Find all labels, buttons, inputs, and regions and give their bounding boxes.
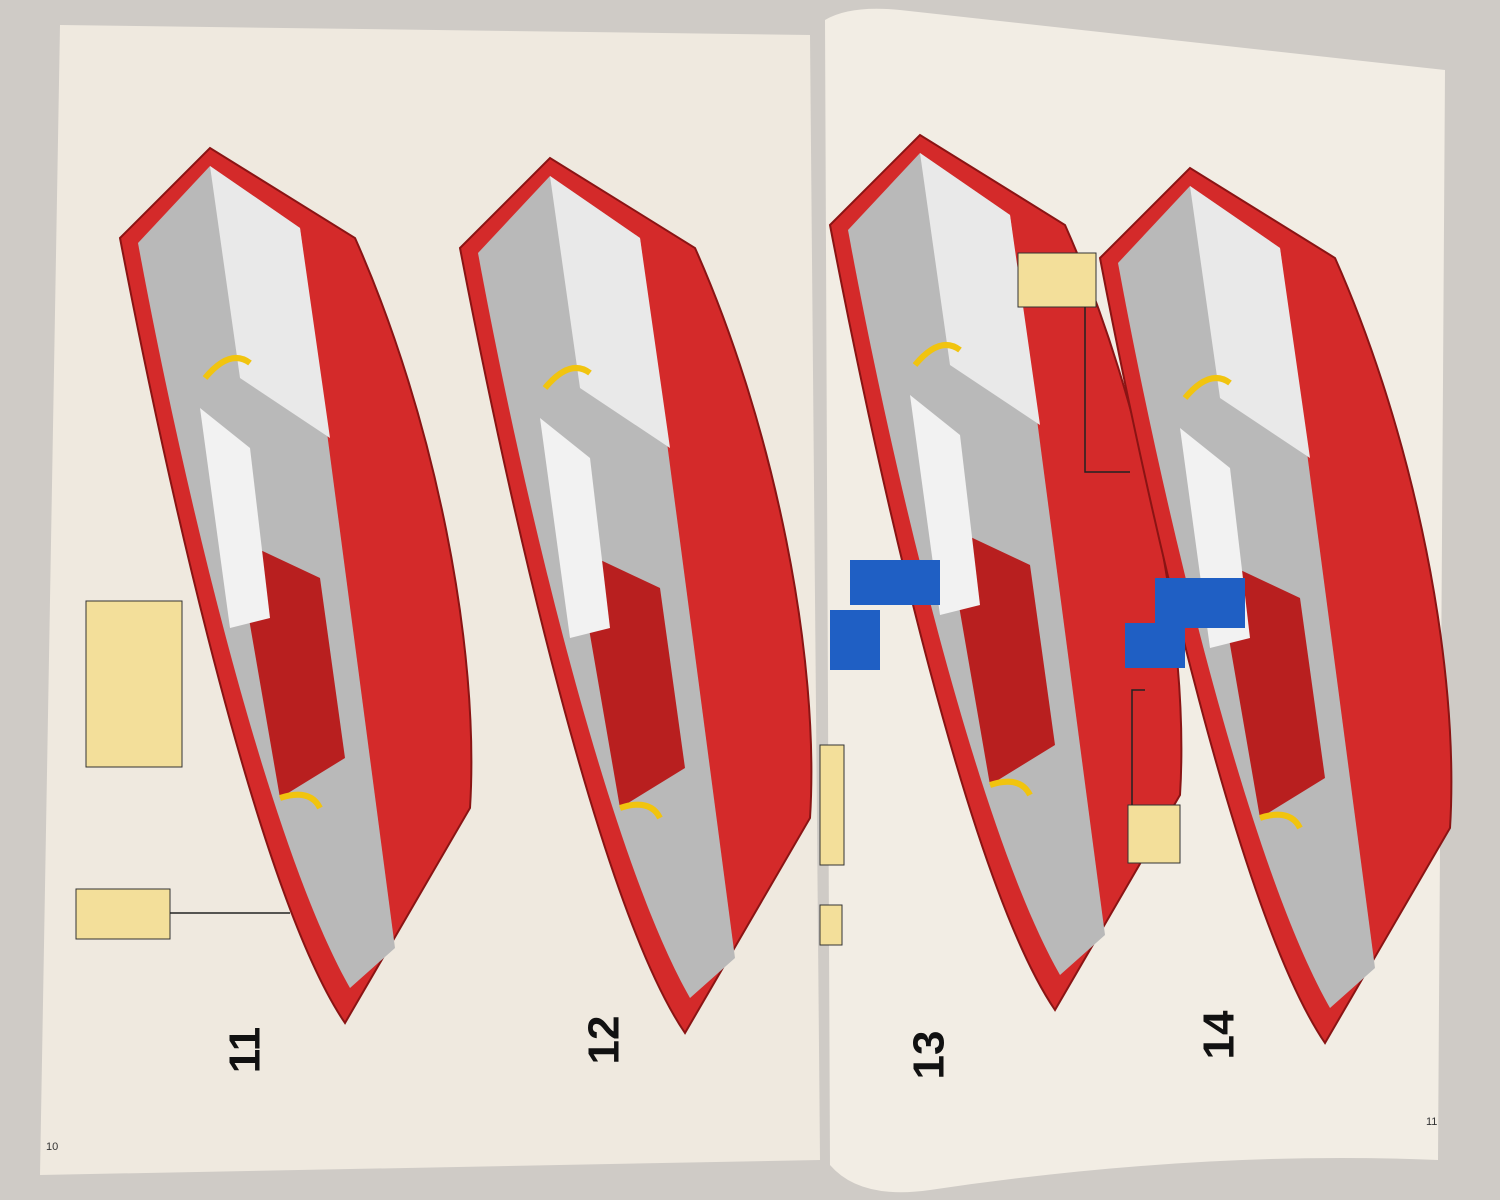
step-13-model (830, 135, 1181, 1010)
step-number: 11 (220, 1026, 270, 1074)
callout-box (819, 744, 845, 866)
callout-box (819, 904, 843, 946)
callout-box (85, 600, 183, 768)
step-number: 14 (1194, 1010, 1244, 1060)
callout-box (1017, 252, 1097, 308)
callout-box (75, 888, 171, 940)
page-number: 11 (1426, 1116, 1438, 1128)
step-number: 12 (579, 1015, 629, 1065)
step-number: 13 (904, 1030, 954, 1080)
step-14-model (1100, 168, 1451, 1043)
page-number: 10 (46, 1141, 59, 1153)
callout-box (1127, 804, 1181, 864)
